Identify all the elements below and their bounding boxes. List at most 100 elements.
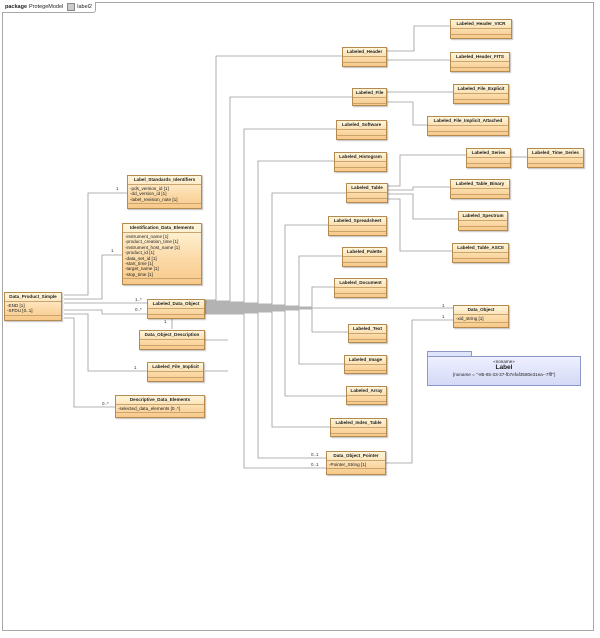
attribute: -xid_string [1] [456,316,484,321]
class-name: Labeled_Document [335,279,386,288]
class-data-object[interactable]: Data_Object -xid_string [1] [453,305,509,328]
multiplicity: 1 [442,303,445,308]
class-name: Labeled_File [353,89,386,98]
class-name: Labeled_Header_VICR [451,20,511,29]
multiplicity: 1..* [135,297,142,302]
wire-pointer-dataobject [386,319,453,464]
multiplicity: 0..* [102,401,109,406]
attribute: -product_id [1] [125,250,155,256]
diagram-icon [67,3,76,11]
wire-dps-lfi [64,313,147,372]
class-labeled-time-series[interactable]: Labeled_Time_Series [527,148,584,168]
wire-dps-lsi [64,192,127,296]
class-labeled-data-object[interactable]: Labeled_Data_Object [147,299,205,319]
class-labeled-spectrum[interactable]: Labeled_Spectrum [458,211,508,231]
wire-header-vicr [387,25,450,52]
class-name: Labeled_Table_ASCII [453,244,508,253]
class-labeled-file[interactable]: Labeled_File [352,88,387,106]
class-name: Labeled_Software [337,121,386,130]
label-tagged-value: {noname = "-85-65-33-37-fb7efaf3580e31ea… [452,372,556,377]
package-name: ProtegeModel [29,4,64,10]
class-labeled-palette[interactable]: Labeled_Palette [342,247,387,267]
class-labeled-software[interactable]: Labeled_Software [336,120,387,140]
class-name: Data_Object_Pointer [327,452,385,461]
class-descriptive-data-elements[interactable]: Descriptive_Data_Elements -selected_data… [115,395,205,418]
class-name: Labeled_Header [343,48,386,57]
class-labeled-spreadsheet[interactable]: Labeled_Spreadsheet [328,216,387,236]
attribute: -target_name [1] [125,266,159,272]
class-name: Labeled_File_Implicit [148,363,203,372]
wire-dps-dde [64,317,115,408]
class-identification-data-elements[interactable]: Identification_Data_Elements -instrument… [122,223,202,285]
multiplicity: 1 [442,314,445,319]
multiplicity: 0..1 [311,462,319,467]
class-name: Label_Standards_Identifiers [128,176,201,185]
class-labeled-header-vicr[interactable]: Labeled_Header_VICR [450,19,512,39]
label-element[interactable]: «noname» Label {noname = "-85-65-33-37-f… [427,356,581,386]
class-labeled-table[interactable]: Labeled_Table [346,183,388,203]
attribute: -SFDU [0..1] [7,308,33,314]
class-labeled-header-fits[interactable]: Labeled_Header_FITS [450,52,510,72]
class-name: Labeled_Palette [343,248,386,257]
class-labeled-header[interactable]: Labeled_Header [342,47,387,67]
class-data-product-simple[interactable]: Data_Product_Simple -END [1] -SFDU [0..1… [4,292,62,321]
class-name: Labeled_Time_Series [528,149,583,158]
class-labeled-table-binary[interactable]: Labeled_Table_Binary [450,179,510,199]
diagram-name: label2 [77,4,92,10]
class-name: Descriptive_Data_Elements [116,396,204,405]
wire-dps-ldo2 [64,309,147,315]
class-name: Labeled_Histogram [335,153,386,162]
attribute: -pds_version_id [1] [130,186,169,191]
class-name: Labeled_Array [347,387,386,396]
class-name: Labeled_Table_Binary [451,180,509,189]
class-name: Labeled_Table [347,184,387,193]
class-labeled-file-explicit[interactable]: Labeled_File_Explicit [453,84,509,104]
attribute: -dd_version_id [1] [130,191,167,197]
wire-table-ascii [388,198,452,252]
multiplicity: 0..* [135,307,142,312]
class-name: Labeled_Spectrum [459,212,507,221]
class-labeled-series[interactable]: Labeled_Series [466,148,511,168]
class-labeled-file-implicit[interactable]: Labeled_File_Implicit [147,362,204,382]
attribute: -data_set_id [1] [125,255,157,261]
attribute: -END [1] [7,303,25,308]
class-name: Labeled_Image [345,356,386,365]
class-labeled-index-table[interactable]: Labeled_Index_Table [330,418,387,437]
class-data-object-pointer[interactable]: Data_Object_Pointer -Pointer_String [1] [326,451,386,475]
wire-table-spectrum [388,193,458,220]
class-labeled-array[interactable]: Labeled_Array [346,386,387,405]
label-element-tab [427,351,472,357]
class-labeled-file-implicit-attached[interactable]: Labeled_File_Implicit_Attached [427,116,509,136]
attribute: -Pointer_String [1] [329,462,367,467]
class-name: Labeled_File_Implicit_Attached [428,117,508,126]
class-labeled-text[interactable]: Labeled_Text [348,324,387,343]
multiplicity: 1 [134,365,137,370]
wire-table-series [388,154,466,187]
class-name: Labeled_Text [349,325,386,334]
attribute: -stop_time [1] [125,271,153,277]
label-stereotype: «noname» [493,359,515,364]
class-labeled-document[interactable]: Labeled_Document [334,278,387,298]
class-name: Labeled_Index_Table [331,419,386,428]
class-name: Labeled_Data_Object [148,300,204,309]
class-name: Labeled_Spreadsheet [329,217,386,226]
multiplicity: 1 [116,186,119,191]
class-labeled-histogram[interactable]: Labeled_Histogram [334,152,387,172]
class-data-object-description[interactable]: Data_Object_Description [139,330,205,350]
attribute: -instrument_name [1] [125,234,169,239]
wire-file-implicit [387,101,427,126]
class-labeled-image[interactable]: Labeled_Image [344,355,387,374]
multiplicity: 1 [111,248,114,253]
attribute: -start_time [1] [125,261,154,267]
class-name: Identification_Data_Elements [123,224,201,233]
class-name: Labeled_Series [467,149,510,158]
class-name: Labeled_File_Explicit [454,85,508,94]
package-keyword: package [5,4,28,10]
class-name: Data_Object [454,306,508,315]
class-labeled-table-ascii[interactable]: Labeled_Table_ASCII [452,243,509,263]
package-tab: package ProtegeModel label2 [2,2,96,13]
attribute: -instrument_host_name [1] [125,244,180,250]
class-label-standards-identifiers[interactable]: Label_Standards_Identifiers -pds_version… [127,175,202,209]
wire-dps-ide [64,254,122,300]
